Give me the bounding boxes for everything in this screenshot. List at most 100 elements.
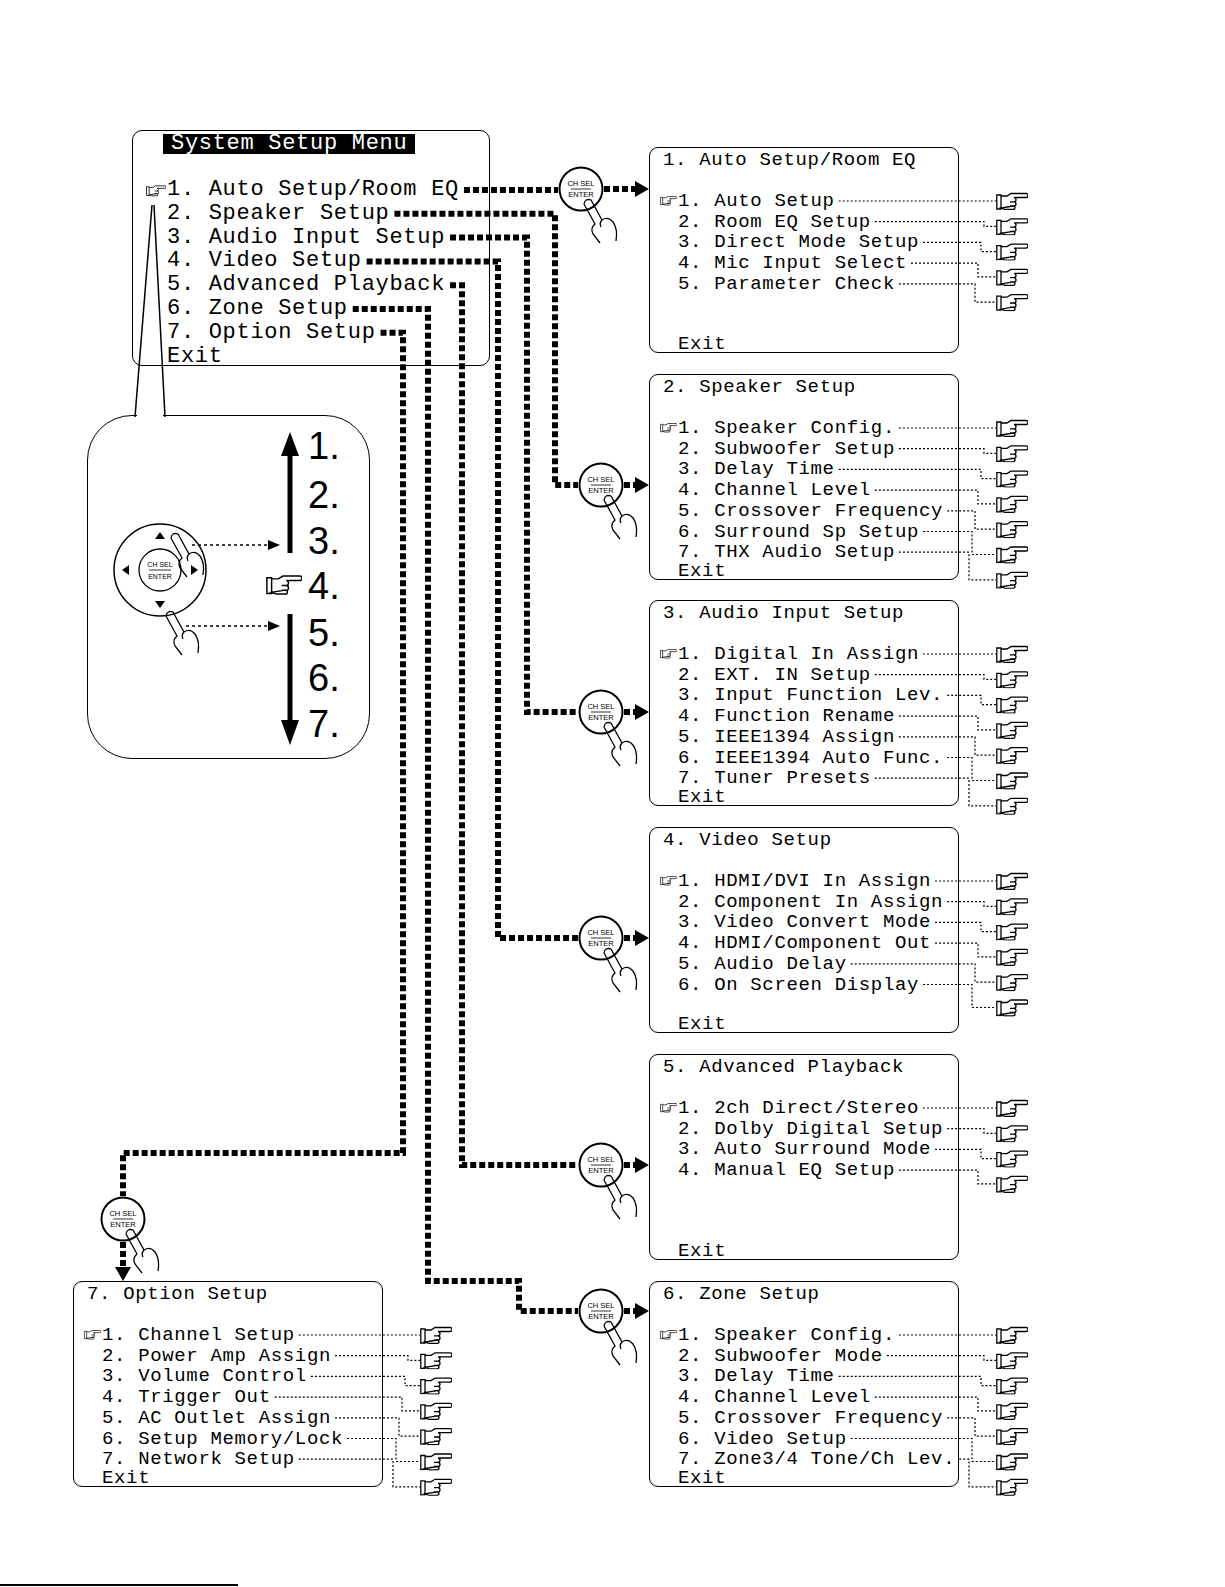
step-number: 5. <box>308 613 340 653</box>
leader-line <box>335 1356 420 1361</box>
button-divider <box>591 485 611 486</box>
button-outline <box>578 462 624 508</box>
menu-item: 1. Auto Setup <box>678 191 835 211</box>
arrow-head <box>635 181 649 197</box>
pressing-hand <box>604 1322 637 1366</box>
connector <box>624 1303 649 1319</box>
enter-button: CH SELENTER <box>578 689 624 735</box>
leader-line <box>899 1170 996 1184</box>
leader-line <box>839 1376 996 1385</box>
leader-line <box>899 427 996 428</box>
callout-tail <box>135 205 152 417</box>
enter-button: CH SELENTER <box>578 1142 624 1188</box>
press-indicator <box>186 625 270 626</box>
leader-line <box>923 242 996 251</box>
button-outline <box>578 1288 624 1334</box>
leader-line <box>947 1418 996 1436</box>
leader-line <box>923 532 996 555</box>
menu-item: 1. Speaker Config. <box>678 418 895 438</box>
dial-ring <box>114 524 206 616</box>
pressing-hand <box>604 496 637 540</box>
reference-hand <box>997 572 1028 588</box>
leader-line <box>947 1129 996 1134</box>
pressing-hand <box>604 1176 637 1220</box>
menu-item: 6. IEEE1394 Auto Func. <box>678 748 943 768</box>
menu-title: 6. Zone Setup <box>663 1284 820 1304</box>
reference-hand <box>997 773 1028 789</box>
submenu-box: 1. Auto Setup/Room EQ1. Auto Setup2. Roo… <box>649 147 959 353</box>
leader-line <box>839 200 996 201</box>
leader-line <box>947 695 996 704</box>
arrow-head <box>635 477 649 493</box>
key-arrow <box>155 532 165 539</box>
tail-gap <box>137 411 163 419</box>
exit-item: Exit <box>678 561 726 581</box>
leader-line <box>935 922 996 931</box>
reference-hand <box>421 1454 452 1470</box>
connector <box>394 214 578 485</box>
menu-item: 3. Input Function Lev. <box>678 685 943 705</box>
connector-line <box>624 1162 636 1168</box>
menu-item: 7. Option Setup <box>167 323 376 343</box>
leader-line <box>899 552 996 580</box>
cursor-pointer <box>660 1104 677 1113</box>
cursor-pointer <box>660 650 677 659</box>
button-divider <box>149 570 171 571</box>
reference-hand <box>997 924 1028 940</box>
reference-hand <box>997 1378 1028 1394</box>
step-number: 4. <box>308 566 340 606</box>
button-ring <box>580 1290 623 1333</box>
reference-hand <box>421 1403 452 1419</box>
button-label: ENTER <box>100 1220 146 1229</box>
menu-item: 6. Video Setup <box>678 1429 847 1449</box>
menu-item: 4. Channel Level <box>678 1387 871 1407</box>
menu-item: 7. THX Audio Setup <box>678 542 895 562</box>
menu-item: 6. Surround Sp Setup <box>678 522 919 542</box>
button-label: CH SEL <box>578 928 624 937</box>
press-indicator <box>268 540 280 550</box>
connector-line <box>120 1242 126 1268</box>
submenu-box: 4. Video Setup1. HDMI/DVI In Assign2. Co… <box>649 827 959 1033</box>
callout-tail <box>154 205 165 417</box>
enter-button: CH SELENTER <box>100 1196 146 1242</box>
menu-title: 3. Audio Input Setup <box>663 603 904 623</box>
menu-item: 4. Video Setup <box>167 251 362 271</box>
menu-item: 2. Component In Assign <box>678 892 943 912</box>
reference-hand <box>997 798 1028 814</box>
leader-line <box>947 511 996 529</box>
menu-item: 2. Subwoofer Mode <box>678 1346 883 1366</box>
leader-line <box>335 1418 420 1436</box>
reference-hand <box>997 194 1028 210</box>
leader-line <box>875 1397 996 1411</box>
enter-button: CH SELENTER <box>578 915 624 961</box>
leader-line <box>275 1397 420 1411</box>
leader-line <box>347 1439 420 1462</box>
menu-item: 5. Advanced Playback <box>167 275 445 295</box>
menu-item: 1. HDMI/DVI In Assign <box>678 871 931 891</box>
menu-item: 3. Auto Surround Mode <box>678 1139 931 1159</box>
menu-item: 3. Video Convert Mode <box>678 912 931 932</box>
leader-line <box>923 985 996 1008</box>
reference-hand <box>421 1479 452 1495</box>
reference-hand <box>421 1378 452 1394</box>
button-ring <box>102 1198 145 1241</box>
reference-hand <box>997 1126 1028 1142</box>
leader-line <box>887 1356 996 1361</box>
button-label: ENTER <box>578 1312 624 1321</box>
reference-hand <box>997 421 1028 437</box>
reference-hand <box>997 1454 1028 1470</box>
connector <box>624 930 649 946</box>
menu-item: 5. Crossover Frequency <box>678 501 943 521</box>
button-label: CH SEL <box>558 179 604 188</box>
up-arrow <box>288 452 293 553</box>
reference-hand <box>997 219 1028 235</box>
pressing-hand <box>584 200 617 244</box>
button-divider <box>591 938 611 939</box>
button-label: ENTER <box>578 713 624 722</box>
step-number: 1. <box>308 426 340 466</box>
key-arrow <box>122 565 129 575</box>
menu-title: 2. Speaker Setup <box>663 377 856 397</box>
leader-line <box>935 1149 996 1158</box>
up-arrow <box>281 432 299 456</box>
